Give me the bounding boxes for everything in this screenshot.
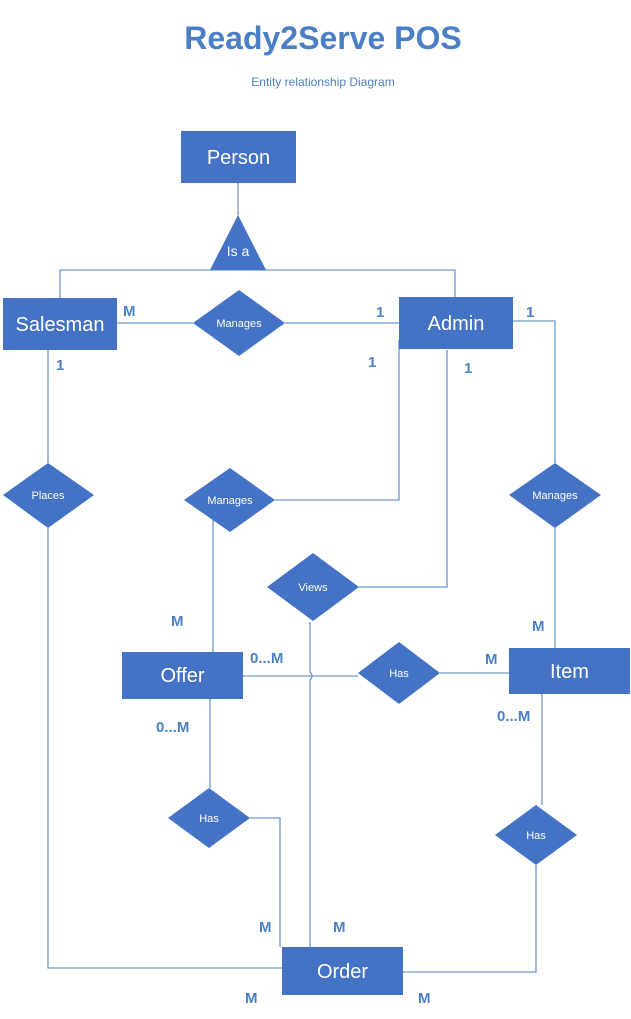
rel-manages-admin-offer-label: Manages: [207, 495, 253, 507]
card-order-from-salesman: M: [245, 990, 258, 1007]
line-places-order: [47, 528, 282, 969]
card-offer-managed: M: [171, 613, 184, 630]
line-admin-manages-item: [513, 320, 556, 463]
line-admin-manages-offer: [275, 340, 400, 501]
entity-salesman-box: [3, 298, 117, 350]
rel-manages-admin-offer[interactable]: Manages: [184, 468, 275, 532]
rel-has-item-order-label: Has: [526, 830, 546, 842]
rel-has-offer-order-label: Has: [199, 813, 219, 825]
rel-has-item-order[interactable]: Has: [495, 805, 577, 865]
entity-admin-box: [399, 297, 513, 349]
entity-offer-label: Offer: [160, 665, 204, 687]
rel-views[interactable]: Views: [267, 553, 359, 621]
entity-offer[interactable]: Offer: [122, 652, 243, 699]
line-admin-views: [359, 350, 448, 588]
diagram-subtitle: Entity relationship Diagram: [251, 75, 394, 89]
line-views-order: [309, 622, 313, 947]
rel-places-label: Places: [31, 490, 65, 502]
card-order-from-admin: M: [333, 919, 346, 936]
rel-places[interactable]: Places: [3, 463, 94, 528]
rel-manages-admin-item-shape: [509, 463, 601, 528]
card-order-from-item: M: [418, 990, 431, 1007]
line-isa-salesman: [59, 269, 238, 298]
entity-salesman[interactable]: Salesman: [3, 298, 117, 350]
card-offer-has-item: 0...M: [250, 650, 283, 667]
card-admin-manages-item: 1: [526, 304, 534, 321]
isa-triangle[interactable]: Is a: [210, 215, 266, 270]
card-item-managed: M: [532, 618, 545, 635]
entity-offer-box: [122, 652, 243, 699]
rel-has-offer-item-label: Has: [389, 668, 409, 680]
diagram-title: Ready2Serve POS: [184, 20, 462, 56]
rel-manages-salesman-admin-label: Manages: [216, 318, 262, 330]
line-isa-admin: [238, 269, 456, 298]
rel-manages-salesman-admin-shape: [193, 290, 285, 356]
entity-item-label: Item: [550, 661, 589, 683]
card-salesman-manages: M: [123, 303, 136, 320]
rel-manages-admin-item[interactable]: Manages: [509, 463, 601, 528]
card-offer-has-order: 0...M: [156, 719, 189, 736]
rel-has-offer-item-shape: [358, 642, 440, 704]
card-item-has-order: 0...M: [497, 708, 530, 725]
entity-person-box: [181, 131, 296, 183]
card-salesman-places: 1: [56, 357, 64, 374]
entity-admin-label: Admin: [428, 313, 485, 335]
rel-has-item-order-shape: [495, 805, 577, 865]
card-admin-manages-offer: 1: [368, 354, 376, 371]
entity-item-box: [509, 648, 630, 694]
entity-person-label: Person: [207, 147, 270, 169]
entity-admin[interactable]: Admin: [399, 297, 513, 349]
entity-order[interactable]: Order: [282, 947, 403, 995]
rel-manages-admin-item-label: Manages: [532, 490, 578, 502]
card-admin-views: 1: [464, 360, 472, 377]
rel-has-offer-order-shape: [168, 788, 250, 848]
card-admin-manages-salesman: 1: [376, 304, 384, 321]
isa-label: Is a: [227, 243, 250, 259]
connectors: [47, 183, 556, 973]
rel-views-shape: [267, 553, 359, 621]
entity-item[interactable]: Item: [509, 648, 630, 694]
isa-shape: [210, 215, 266, 270]
entity-order-label: Order: [317, 961, 368, 983]
rel-manages-admin-offer-shape: [184, 468, 275, 532]
rel-places-shape: [3, 463, 94, 528]
cardinalities: M 1 1 1 1 1 M M 0...M M 0...M 0...M M M …: [56, 303, 545, 1007]
rel-manages-salesman-admin[interactable]: Manages: [193, 290, 285, 356]
rel-views-label: Views: [298, 582, 328, 594]
entity-person[interactable]: Person: [181, 131, 296, 183]
card-order-from-offer: M: [259, 919, 272, 936]
entity-order-box: [282, 947, 403, 995]
entity-salesman-label: Salesman: [16, 314, 105, 336]
line-has-order-right: [403, 865, 537, 973]
rel-has-offer-item[interactable]: Has: [358, 642, 440, 704]
rel-has-offer-order[interactable]: Has: [168, 788, 250, 848]
card-item-has-offer: M: [485, 651, 498, 668]
line-has-order-left: [250, 817, 281, 947]
